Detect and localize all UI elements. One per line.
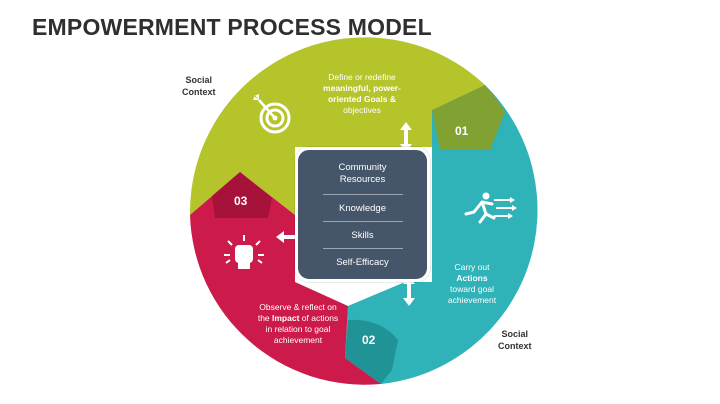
center-divider [323,221,403,222]
segment-text-run: of actions [299,313,339,323]
center-item-self-efficacy: Self-Efficacy [336,257,389,268]
social-context-label-2: Social Context [498,328,532,352]
segment-text-line: meaningful, power- [312,83,412,94]
segment-text-line: Actions [436,273,508,284]
social-context-word-2: Context [182,87,216,97]
social-context-word-1: Social [501,329,528,339]
segment-text-line: in relation to goal [238,324,358,335]
segment-text-line: Carry out [436,262,508,273]
page-title: EMPOWERMENT PROCESS MODEL [32,14,432,40]
arrow-top [400,122,412,152]
segment-text-line: the Impact of actions [238,313,358,324]
segment-text-run: objectives [343,105,381,115]
badge-02-bg [345,319,398,384]
segment-text-line: Define or redefine [312,72,412,83]
segment-text-run: achievement [273,335,323,345]
center-resources-box: Community Resources Knowledge Skills Sel… [295,147,430,282]
arrow-bottom [403,276,415,306]
social-context-label-1: Social Context [182,74,216,98]
emphasis-text: meaningful, power- [323,83,401,93]
segment-01 [189,37,486,215]
segment-text-line: Observe & reflect on [238,302,358,313]
segment-text-line: achievement [238,335,358,346]
emphasis-text: Impact [272,313,300,323]
segment-03 [190,172,381,385]
segment-text-line: objectives [312,105,412,116]
segment-02 [345,85,538,384]
step-number-02: 02 [362,333,376,347]
center-divider [323,194,403,195]
running-person-icon [464,192,517,224]
emphasis-text: oriented Goals & [327,94,396,104]
raised-fist-icon [224,235,264,269]
center-divider [323,248,403,249]
segment-text-run: toward goal [450,284,494,294]
step-number-01: 01 [455,124,469,138]
segment-text-line: oriented Goals & [312,94,412,105]
social-context-word-1: Social [185,75,212,85]
segment-text-run: the [257,313,273,323]
segment-text-run: Observe & reflect on [259,302,337,312]
center-item-skills: Skills [351,230,374,241]
segment-text-run: in relation to goal [265,324,331,334]
segment-text-run: Define or redefine [328,72,396,82]
segment-text-line: toward goal [436,284,508,295]
badge-01-bg [432,85,505,150]
segment-text-line: achievement [436,295,508,306]
target-icon [253,94,291,134]
step-number-03: 03 [234,194,248,208]
segment-text-run: Carry out [454,262,490,272]
center-item-knowledge: Knowledge [338,203,386,214]
badge-03-bg [212,172,272,218]
center-item-community-resources: Community Resources [338,162,387,185]
social-context-word-2: Context [498,341,532,351]
emphasis-text: Actions [456,273,488,283]
segment-text-run: achievement [447,295,497,305]
